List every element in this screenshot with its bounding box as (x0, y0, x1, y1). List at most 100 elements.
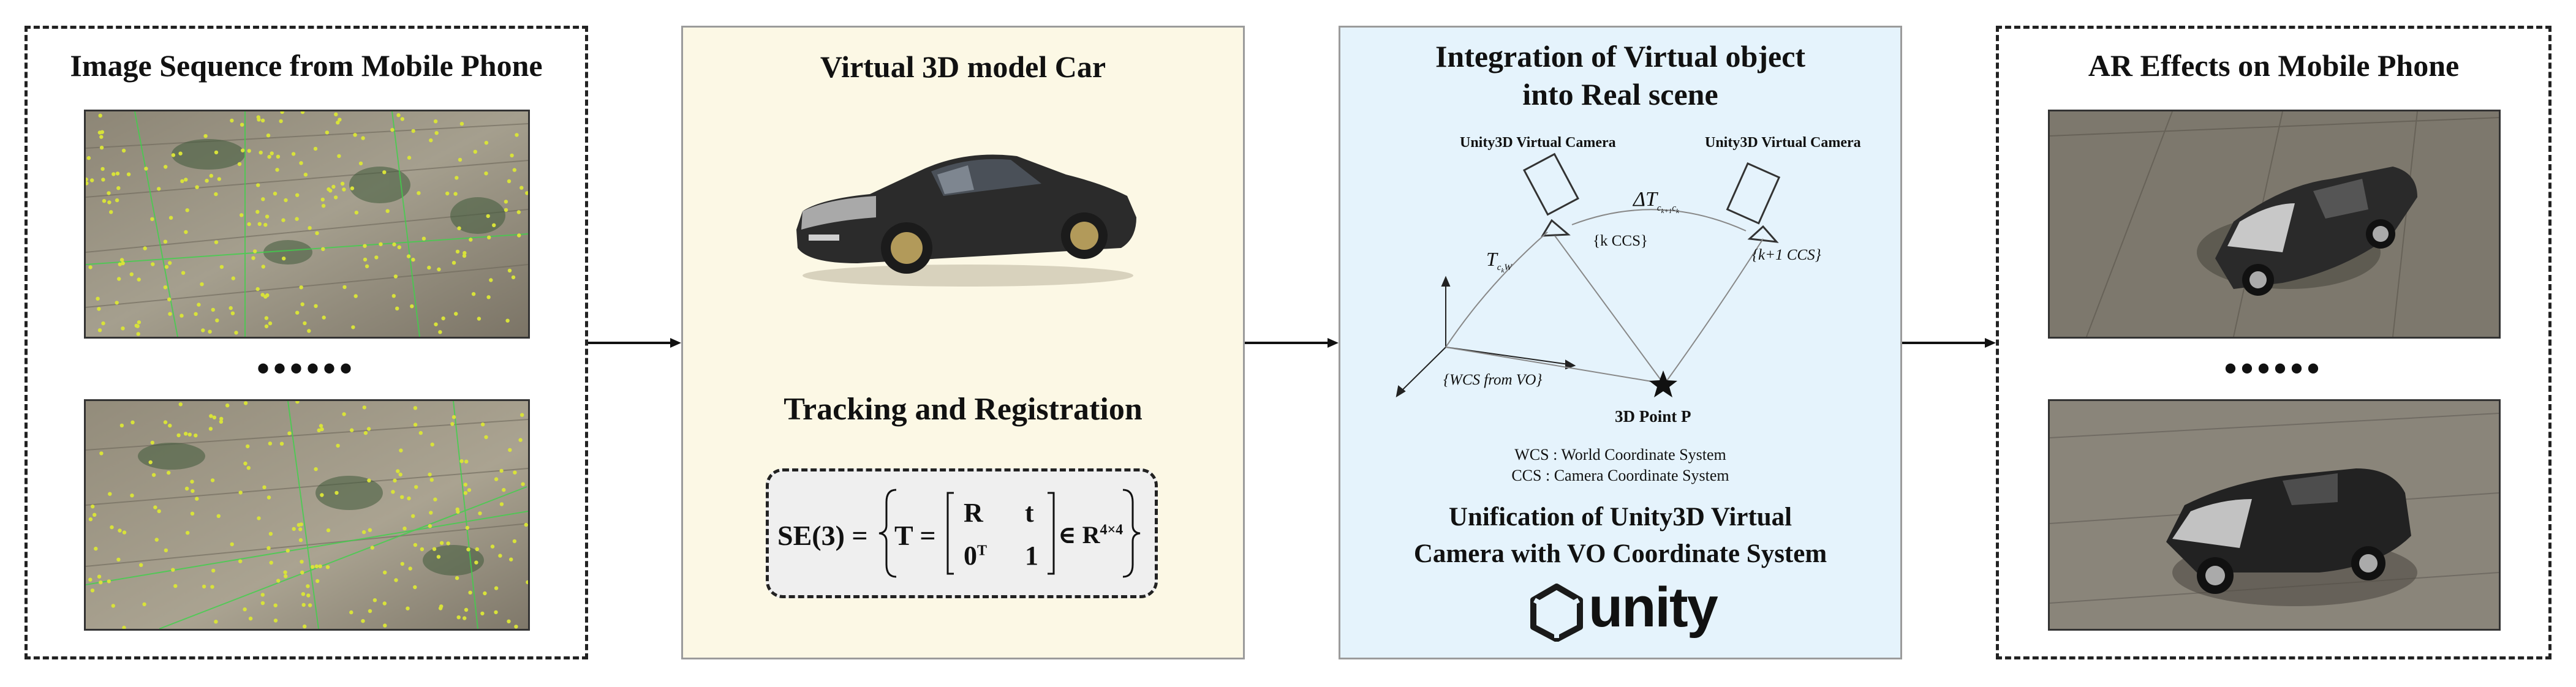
feature-point (321, 247, 325, 251)
feature-point (326, 528, 331, 533)
feature-point (234, 331, 238, 335)
feature-point (487, 235, 491, 239)
feature-point (248, 617, 253, 621)
feature-point (88, 577, 93, 582)
feature-point (119, 258, 124, 262)
feature-point (366, 427, 371, 431)
feature-point (99, 145, 104, 150)
feature-point (263, 223, 268, 227)
feature-point (252, 249, 257, 253)
feature-points (88, 401, 528, 629)
feature-point (308, 226, 312, 230)
output-ellipsis: •••••• (2224, 348, 2324, 389)
feature-point (291, 152, 296, 156)
feature-point (284, 198, 288, 203)
feature-point (314, 564, 319, 569)
feature-point (259, 151, 263, 155)
feature-point (480, 422, 485, 427)
feature-point (240, 213, 244, 217)
feature-point (215, 318, 219, 323)
matrix-r: R (964, 498, 983, 528)
feature-point (265, 293, 270, 298)
k1-ccs-label: {k+1 CCS} (1752, 247, 1821, 263)
feature-point (340, 181, 345, 186)
ar-car-on-floor-image (2050, 401, 2499, 629)
feature-point (400, 117, 404, 121)
feature-point (494, 610, 498, 615)
feature-point (318, 564, 322, 568)
car-model-image (796, 154, 1136, 287)
feature-point (168, 261, 172, 265)
feature-point (100, 167, 105, 171)
feature-point (464, 607, 469, 612)
feature-point (450, 422, 455, 426)
feature-point (385, 209, 390, 213)
feature-point (320, 427, 324, 432)
feature-point (334, 490, 339, 495)
feature-point (508, 448, 512, 452)
feature-point (217, 177, 221, 181)
feature-point (519, 186, 524, 190)
feature-point (295, 401, 300, 404)
formula-brackets (878, 489, 1141, 578)
feature-point (313, 146, 318, 151)
feature-point (268, 531, 273, 536)
feature-point (126, 172, 131, 176)
feature-point (268, 321, 273, 326)
feature-point (99, 135, 104, 139)
feature-point (490, 544, 495, 549)
feature-point (107, 200, 111, 205)
feature-point (455, 576, 459, 580)
feature-point (411, 129, 415, 133)
feature-point (349, 610, 353, 615)
feature-point (504, 208, 508, 212)
feature-point (164, 165, 168, 169)
feature-point (136, 332, 140, 336)
input-panel: Image Sequence from Mobile Phone (25, 26, 588, 659)
feature-point (205, 179, 209, 183)
feature-point (521, 482, 525, 486)
feature-point (511, 275, 516, 280)
feature-point (243, 607, 247, 612)
feature-point (237, 162, 242, 167)
feature-point (413, 585, 417, 590)
feature-point (295, 217, 299, 221)
camera-left-label: Unity3D Virtual Camera (1460, 135, 1616, 151)
feature-point (88, 265, 93, 269)
feature-point (507, 268, 512, 273)
feature-point (168, 312, 172, 316)
feature-point (325, 565, 330, 569)
feature-point (153, 505, 157, 509)
feature-point (157, 187, 161, 191)
feature-point (281, 218, 285, 222)
formula-t-eq: T = (894, 520, 936, 551)
feature-point (516, 210, 521, 214)
feature-point (262, 485, 266, 489)
feature-point (91, 505, 95, 509)
feature-point (230, 118, 234, 123)
feature-point (260, 293, 265, 297)
feature-point (171, 153, 176, 157)
feature-point (439, 541, 444, 545)
feature-point (230, 311, 235, 315)
feature-point (279, 119, 283, 124)
feature-point (176, 433, 181, 438)
feature-point (406, 606, 410, 610)
feature-point (216, 514, 221, 518)
feature-point (451, 415, 456, 419)
feature-point (474, 560, 478, 565)
feature-point (115, 301, 119, 305)
wcs-label: {WCS from VO} (1443, 372, 1543, 388)
matrix-one: 1 (1025, 541, 1038, 571)
feature-point (148, 460, 153, 465)
feature-point (436, 555, 441, 559)
feature-point (480, 611, 485, 616)
feature-point (473, 149, 477, 154)
camera-icon (1522, 152, 1579, 237)
feature-point (122, 625, 126, 629)
feature-point (430, 442, 434, 447)
model-panel: Virtual 3D model Car Tracking and Regist… (681, 26, 1245, 659)
phone-frame-image-1 (84, 110, 530, 339)
feature-point (427, 265, 431, 270)
feature-point (246, 466, 251, 470)
